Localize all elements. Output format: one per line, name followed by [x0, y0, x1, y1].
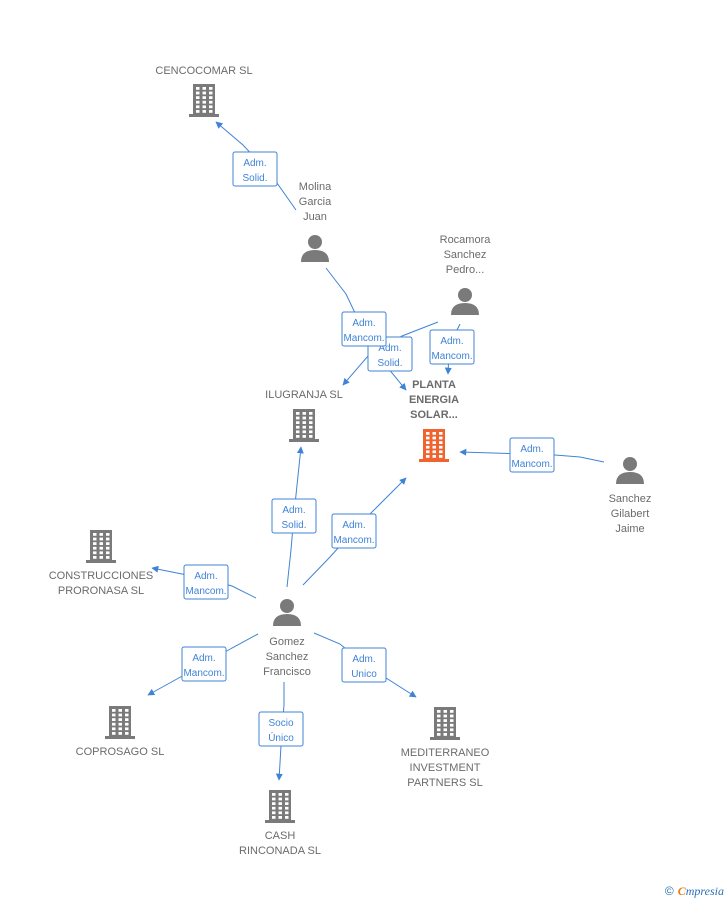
edge-label-e3[interactable]: Adm. Mancom. [341, 311, 387, 347]
edge-label-e4[interactable]: Adm. Mancom. [429, 329, 475, 365]
edge-label-text: Adm. [520, 444, 543, 455]
edge-label-text: Unico [351, 669, 377, 680]
node-label: Gomez [269, 636, 304, 648]
node-label: Francisco [263, 666, 311, 678]
building-icon [86, 530, 116, 563]
node-mediterraneo[interactable]: MEDITERRANEO INVESTMENT PARTNERS SL [401, 707, 490, 789]
edge-label-text: Adm. [378, 343, 401, 354]
edge-label-text: Adm. [352, 318, 375, 329]
node-label: Sanchez [609, 493, 652, 505]
node-label: Rocamora [440, 234, 492, 246]
node-label: CASH [265, 830, 296, 842]
building-icon [105, 706, 135, 739]
edge-label-text: Mancom. [431, 351, 472, 362]
node-planta[interactable]: PLANTA ENERGIA SOLAR... [409, 379, 459, 462]
node-label: Pedro... [446, 264, 485, 276]
edge-label-text: Mancom. [185, 586, 226, 597]
node-label: RINCONADA SL [239, 845, 321, 857]
edge-label-text: Solid. [242, 173, 267, 184]
edge-label-e6[interactable]: Adm. Solid. [271, 498, 317, 534]
node-label: INVESTMENT [410, 762, 481, 774]
edge-label-e7[interactable]: Adm. Mancom. [331, 513, 377, 549]
node-label: SOLAR... [410, 409, 458, 421]
edge-label-text: Solid. [377, 358, 402, 369]
node-label: Jaime [615, 523, 644, 535]
node-construcciones[interactable]: CONSTRUCCIONES PRORONASA SL [49, 530, 154, 597]
building-icon [265, 790, 295, 823]
node-label: PLANTA [412, 379, 456, 391]
edge-label-text: Adm. [194, 571, 217, 582]
copyright-icon: © [664, 884, 674, 898]
node-cash[interactable]: CASH RINCONADA SL [239, 790, 321, 857]
node-label: Sanchez [266, 651, 309, 663]
edge-label-text: Adm. [440, 336, 463, 347]
edge-label-text: Adm. [243, 158, 266, 169]
node-label: Juan [303, 211, 327, 223]
building-icon [189, 84, 219, 117]
edge-label-e9[interactable]: Adm. Mancom. [181, 646, 227, 682]
edge-label-text: Adm. [352, 654, 375, 665]
edge-label-text: Solid. [281, 520, 306, 531]
brand-initial: C [677, 884, 686, 898]
edge-label-text: Adm. [192, 653, 215, 664]
node-ilugranja[interactable]: ILUGRANJA SL [265, 389, 343, 442]
node-cencocomar[interactable]: CENCOCOMAR SL [155, 65, 253, 117]
brand-name: mpresia [685, 884, 724, 898]
edge-label-e11[interactable]: Adm. Unico [341, 647, 387, 683]
edge-label-text: Socio [268, 718, 293, 729]
node-label: CENCOCOMAR SL [155, 65, 252, 77]
person-icon [451, 288, 479, 315]
node-label: PRORONASA SL [58, 585, 144, 597]
edge-line-e5 [459, 448, 605, 463]
node-rocamora[interactable]: RocamoraSanchezPedro... [440, 234, 492, 315]
edge-label-text: Único [268, 731, 294, 744]
edge-label-text: Adm. [282, 505, 305, 516]
node-label: ENERGIA [409, 394, 459, 406]
node-label: ILUGRANJA SL [265, 389, 343, 401]
node-label: Garcia [299, 196, 332, 208]
person-icon [301, 235, 329, 262]
building-icon [419, 429, 449, 462]
node-label: COPROSAGO SL [76, 746, 165, 758]
edge-label-text: Mancom. [183, 668, 224, 679]
node-label: Molina [299, 181, 332, 193]
node-coprosago[interactable]: COPROSAGO SL [76, 706, 165, 758]
node-label: CONSTRUCCIONES [49, 570, 154, 582]
edge-label-text: Mancom. [333, 535, 374, 546]
person-icon [273, 599, 301, 626]
edge-label-text: Adm. [342, 520, 365, 531]
edge-label-e5[interactable]: Adm. Mancom. [509, 437, 555, 473]
node-label: PARTNERS SL [407, 777, 482, 789]
node-label: MEDITERRANEO [401, 747, 490, 759]
edge-label-e1[interactable]: Adm. Solid. [232, 151, 278, 187]
edge-label-e8[interactable]: Adm. Mancom. [183, 564, 229, 600]
building-icon [430, 707, 460, 740]
node-label: Gilabert [611, 508, 650, 520]
edge-label-text: Mancom. [511, 459, 552, 470]
brand-footer: ©Cmpresia [665, 884, 724, 899]
node-label: Sanchez [444, 249, 487, 261]
person-icon [616, 457, 644, 484]
edge-label-text: Mancom. [343, 333, 384, 344]
building-icon [289, 409, 319, 442]
